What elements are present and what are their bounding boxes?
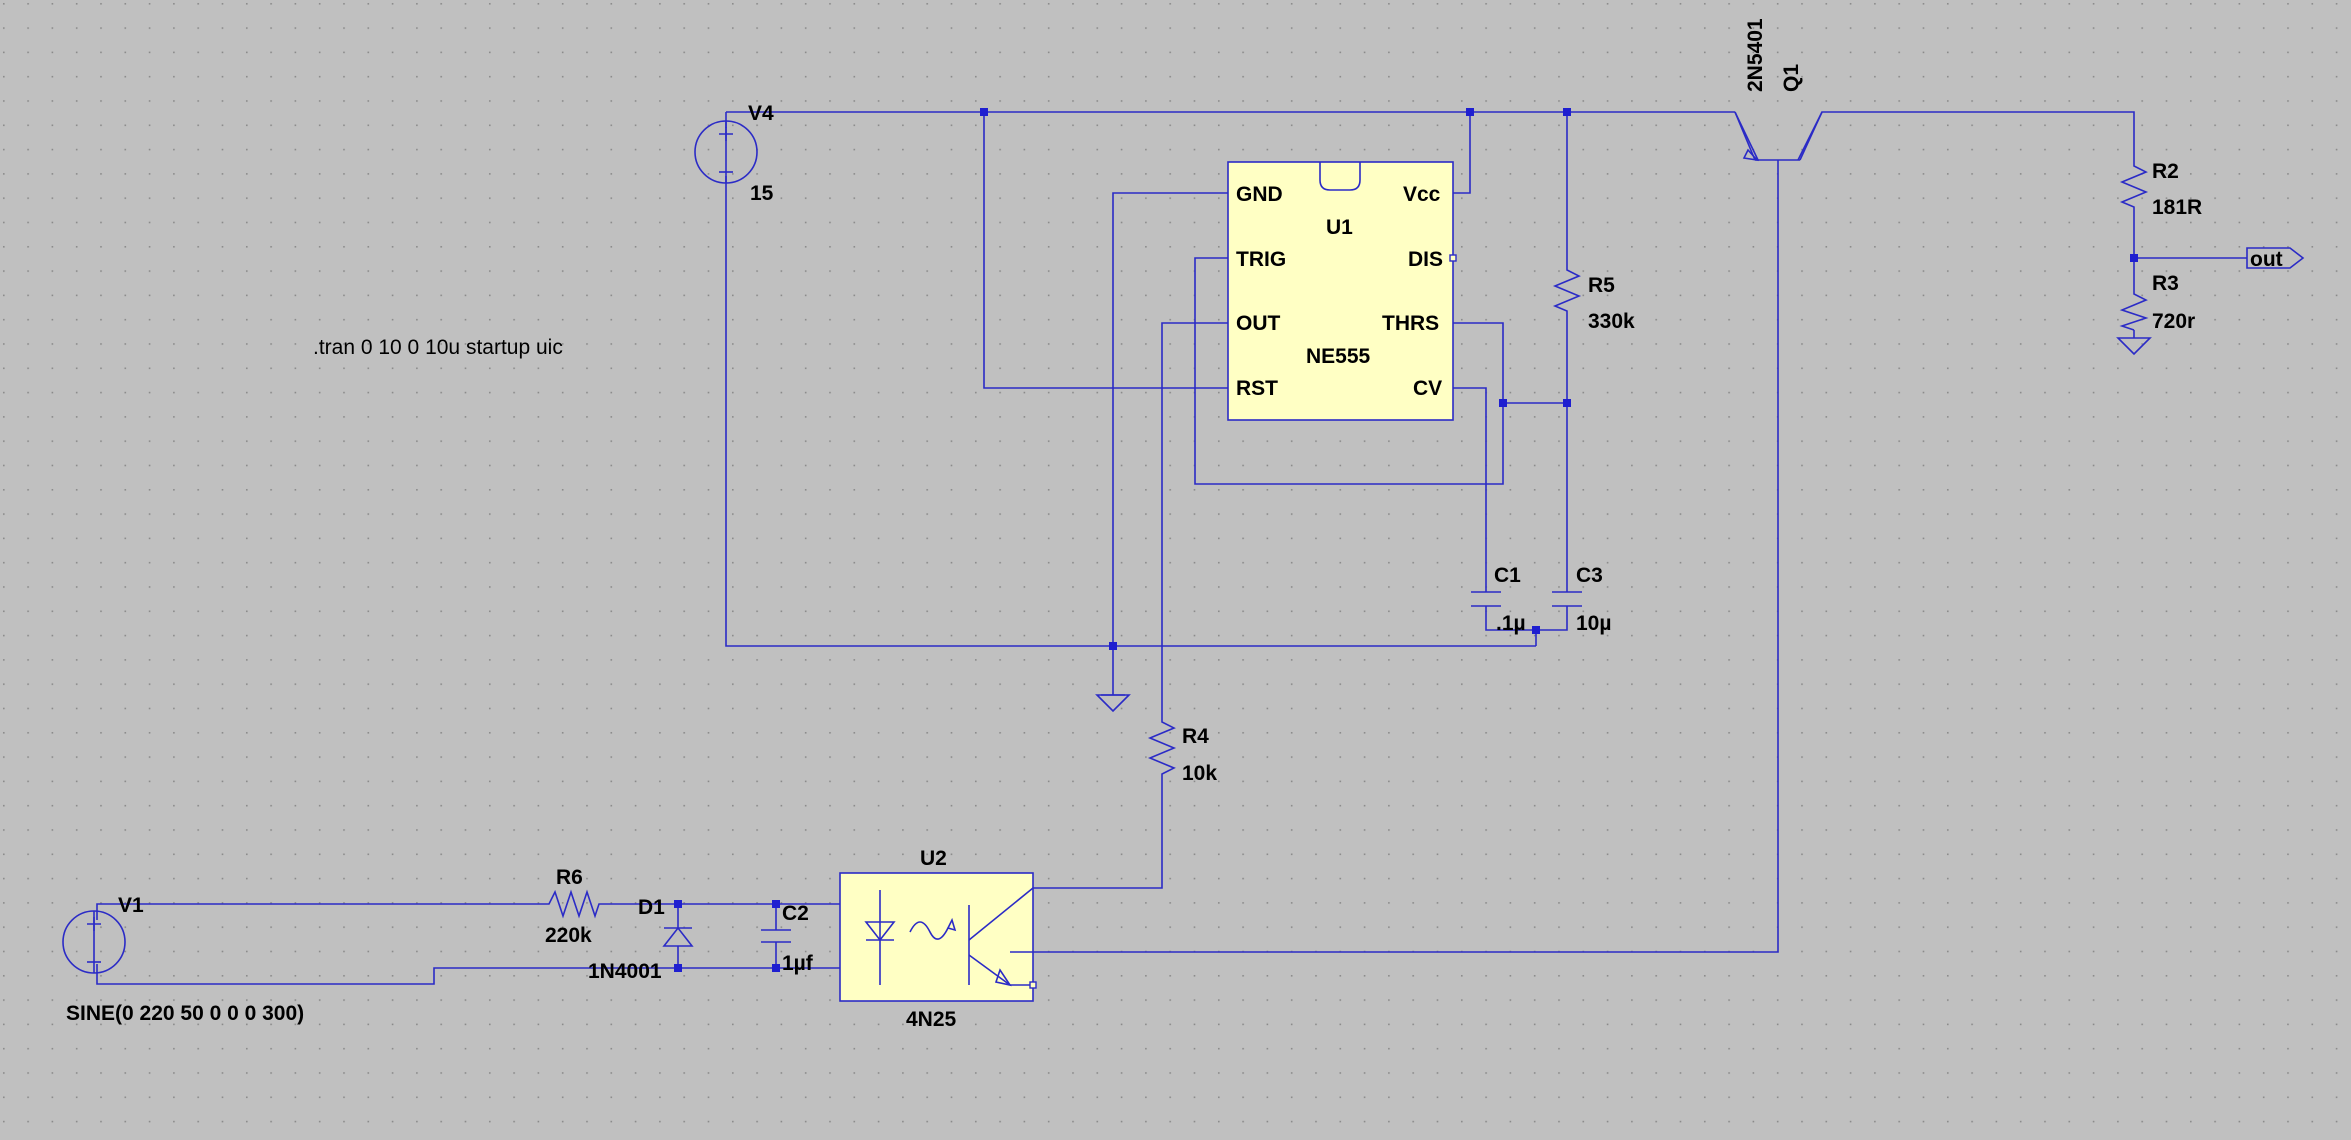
r4-value: 10k [1182, 762, 1217, 785]
optocoupler-u2[interactable]: U2 4N25 [839, 847, 1037, 1031]
junctions [674, 108, 2138, 972]
r5-value: 330k [1588, 310, 1635, 333]
resistor-r3[interactable]: R3 720r [2119, 272, 2195, 333]
d1-ref: D1 [638, 896, 665, 919]
resistor-r2[interactable]: R2 181R [2119, 160, 2202, 219]
c3-value: 10µ [1576, 612, 1611, 635]
v1-value: SINE(0 220 50 0 0 0 300) [66, 1002, 304, 1025]
voltage-source-v1[interactable]: V1 SINE(0 220 50 0 0 0 300) [62, 894, 304, 1025]
d1-model: 1N4001 [588, 960, 662, 983]
r4-ref: R4 [1182, 725, 1209, 748]
u2-ref: U2 [920, 847, 947, 870]
c2-ref: C2 [782, 902, 809, 925]
net-label-out-text: out [2250, 248, 2283, 271]
pin-thrs: THRS [1382, 312, 1439, 335]
v1-ref: V1 [118, 894, 144, 917]
pin-cv: CV [1413, 377, 1442, 400]
r6-ref: R6 [556, 866, 583, 889]
c2-value: 1µf [782, 952, 814, 975]
capacitor-c1[interactable]: C1 .1µ [1471, 564, 1526, 635]
pin-trig: TRIG [1236, 248, 1286, 271]
ground-symbol-r3 [2116, 337, 2152, 356]
c1-ref: C1 [1494, 564, 1521, 587]
diode-d1[interactable]: D1 1N4001 [588, 896, 694, 983]
r6-value: 220k [545, 924, 592, 947]
r2-value: 181R [2152, 196, 2202, 219]
resistor-r4[interactable]: R4 10k [1147, 716, 1217, 785]
r2-ref: R2 [2152, 160, 2179, 183]
resistor-r5[interactable]: R5 330k [1552, 262, 1635, 333]
v4-value: 15 [750, 182, 774, 205]
pin-vcc: Vcc [1403, 183, 1441, 206]
c1-value: .1µ [1496, 612, 1526, 635]
r3-value: 720r [2152, 310, 2195, 333]
pin-gnd: GND [1236, 183, 1283, 206]
voltage-source-v4[interactable]: V4 15 [694, 102, 774, 205]
r5-ref: R5 [1588, 274, 1615, 297]
v4-ref: V4 [748, 102, 774, 125]
c3-ref: C3 [1576, 564, 1603, 587]
wires [96, 111, 2247, 985]
capacitor-c2[interactable]: C2 1µf [761, 902, 814, 975]
u1-ref: U1 [1326, 216, 1353, 239]
u1-model: NE555 [1306, 345, 1371, 368]
ground-symbol-u1 [1095, 694, 1131, 713]
resistor-r6[interactable]: R6 220k [543, 866, 603, 947]
ic-u1-ne555[interactable]: GND Vcc U1 TRIG DIS OUT THRS NE555 RST C… [1227, 161, 1457, 421]
u2-model: 4N25 [906, 1008, 957, 1031]
net-label-out[interactable]: out [2246, 247, 2305, 271]
q1-model: 2N5401 [1744, 18, 1767, 92]
q1-ref: Q1 [1780, 64, 1803, 92]
spice-directive[interactable]: .tran 0 10 0 10u startup uic [313, 336, 563, 359]
capacitor-c3[interactable]: C3 10µ [1552, 564, 1611, 635]
r3-ref: R3 [2152, 272, 2179, 295]
pin-rst: RST [1236, 377, 1278, 400]
transistor-q1[interactable]: 2N5401 Q1 [1734, 18, 1823, 162]
pin-out: OUT [1236, 312, 1281, 335]
pin-dis: DIS [1408, 248, 1443, 271]
